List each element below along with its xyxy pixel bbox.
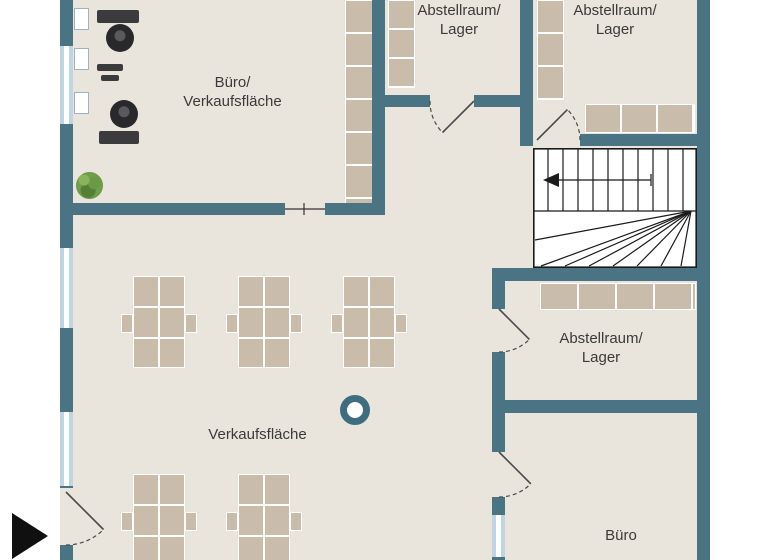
wall-storage1-bottom-a	[384, 95, 430, 107]
desk-tool	[97, 64, 123, 71]
wall-below-stairs	[492, 268, 710, 281]
wall-storage2-bottom	[580, 134, 710, 146]
wall-left-lower	[60, 545, 73, 560]
wall-storage3-left-b	[492, 352, 505, 413]
door-storage-top-middle	[429, 100, 475, 134]
desk-tool	[101, 75, 119, 81]
shelf-storage-middle-right	[540, 283, 696, 310]
room-label-abstellraum-middle-right: Abstellraum/ Lager	[559, 330, 643, 366]
wall-storage3-bottom	[492, 400, 710, 413]
shelf-storage-top-right-left	[537, 0, 564, 100]
console-desk	[97, 10, 139, 23]
shelf-buero-wall	[345, 0, 373, 204]
console-desk	[99, 131, 139, 144]
sales-table-group	[331, 276, 407, 368]
shelf-storage-top-right-bottom	[585, 104, 695, 133]
door-storage-top-right	[536, 109, 581, 141]
window-left-3	[60, 412, 73, 486]
stairs-icon	[533, 148, 697, 268]
wall-top-rooms-divider	[520, 0, 533, 146]
door-entrance	[65, 491, 105, 546]
sales-table-group	[226, 276, 302, 368]
wall-panel	[74, 8, 89, 30]
room-label-abstellraum-top-right: Abstellraum/ Lager	[573, 2, 657, 38]
wall-panel	[74, 92, 89, 114]
sales-table-group	[121, 474, 197, 560]
window-left-1	[60, 46, 73, 124]
wall-office-right	[372, 0, 385, 215]
sales-table-group	[121, 276, 197, 368]
room-label-verkaufsflaeche: Verkaufsfläche	[208, 426, 307, 443]
round-chair-icon	[106, 24, 134, 52]
window-left-2	[60, 248, 73, 328]
round-chair-icon	[110, 100, 138, 128]
column-icon	[340, 395, 370, 425]
wall-storage3-left-a	[492, 268, 505, 309]
wall-office-bottom-b	[325, 203, 385, 215]
room-label-abstellraum-top-middle: Abstellraum/ Lager	[417, 2, 501, 38]
wall-storage1-bottom-b	[474, 95, 533, 107]
window-buero-sidelight	[492, 515, 505, 557]
room-label-buero-verkaufsflaeche: Büro/ Verkaufsfläche	[183, 74, 282, 110]
room-label-buero: Büro	[605, 527, 637, 544]
door-buero	[498, 451, 532, 498]
sales-table-group	[226, 474, 302, 560]
entrance-arrow-icon	[12, 513, 48, 559]
wall-panel	[74, 48, 89, 70]
shelf-storage-top-middle	[388, 0, 415, 88]
door-storage-middle-right	[498, 308, 530, 353]
wall-office-bottom-a	[60, 203, 285, 215]
door-office-partition	[285, 203, 325, 215]
wall-buero-left-a	[492, 400, 505, 452]
plant-icon	[76, 172, 103, 199]
